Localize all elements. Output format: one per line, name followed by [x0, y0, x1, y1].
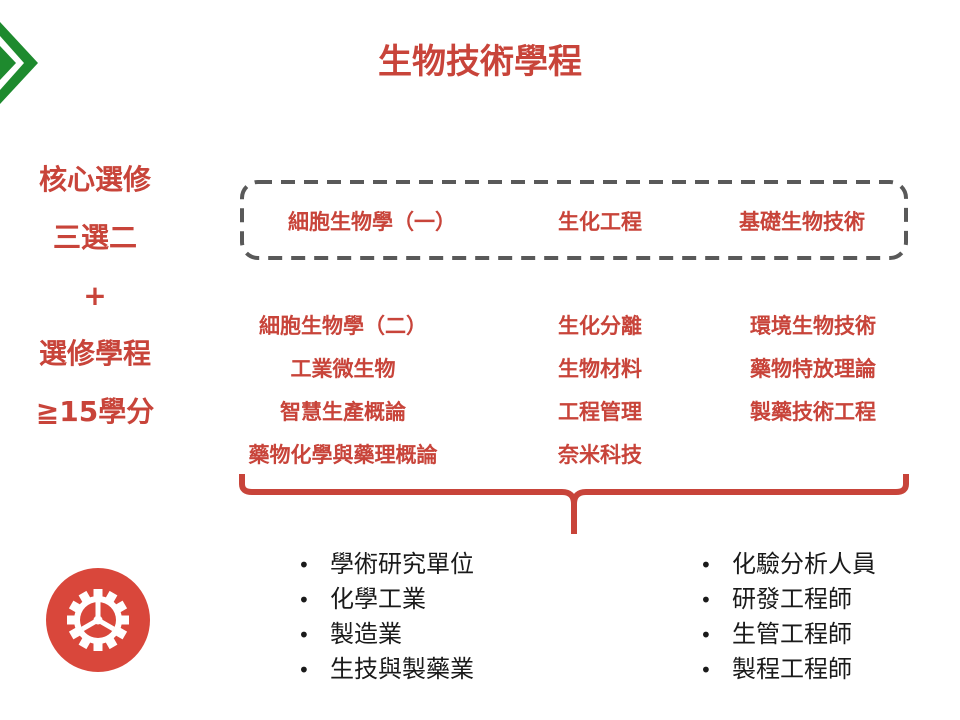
requirement-line-program: 選修學程	[38, 337, 151, 370]
elective-course: 工業微生物	[290, 357, 396, 381]
career-list-left: 學術研究單位 化學工業 製造業 生技與製藥業	[298, 547, 474, 687]
elective-course: 智慧生產概論	[280, 400, 406, 424]
core-course: 生化工程	[558, 210, 642, 234]
core-course-box	[240, 180, 908, 260]
list-item: 研發工程師	[700, 582, 876, 617]
list-item: 製造業	[298, 617, 474, 652]
list-item: 製程工程師	[700, 652, 876, 687]
requirement-line-plus: +	[83, 279, 107, 312]
elective-course: 生物材料	[558, 357, 642, 381]
elective-course: 奈米科技	[558, 443, 642, 467]
career-list-right: 化驗分析人員 研發工程師 生管工程師 製程工程師	[700, 547, 876, 687]
elective-course: 藥物特放理論	[750, 357, 876, 381]
list-item: 化驗分析人員	[700, 547, 876, 582]
bracket-connector	[239, 474, 909, 534]
list-item: 生管工程師	[700, 617, 876, 652]
chevron-right-icon	[0, 22, 38, 104]
elective-course: 工程管理	[558, 400, 642, 424]
elective-course: 環境生物技術	[750, 314, 876, 338]
list-item: 化學工業	[298, 582, 474, 617]
requirement-line-core: 核心選修	[38, 163, 151, 196]
elective-course: 生化分離	[558, 314, 642, 338]
page-title: 生物技術學程	[378, 42, 582, 82]
elective-course: 細胞生物學（二）	[259, 314, 427, 338]
requirement-line-choose: 三選二	[52, 221, 137, 254]
requirement-summary: 核心選修 三選二 + 選修學程 ≧15學分	[20, 158, 170, 448]
core-course: 細胞生物學（一）	[288, 210, 456, 234]
requirement-line-credits: ≧15學分	[35, 395, 155, 428]
list-item: 學術研究單位	[298, 547, 474, 582]
list-item: 生技與製藥業	[298, 652, 474, 687]
elective-course: 製藥技術工程	[750, 400, 876, 424]
core-course: 基礎生物技術	[739, 210, 865, 234]
elective-course: 藥物化學與藥理概論	[248, 443, 438, 467]
gear-icon	[46, 568, 150, 672]
